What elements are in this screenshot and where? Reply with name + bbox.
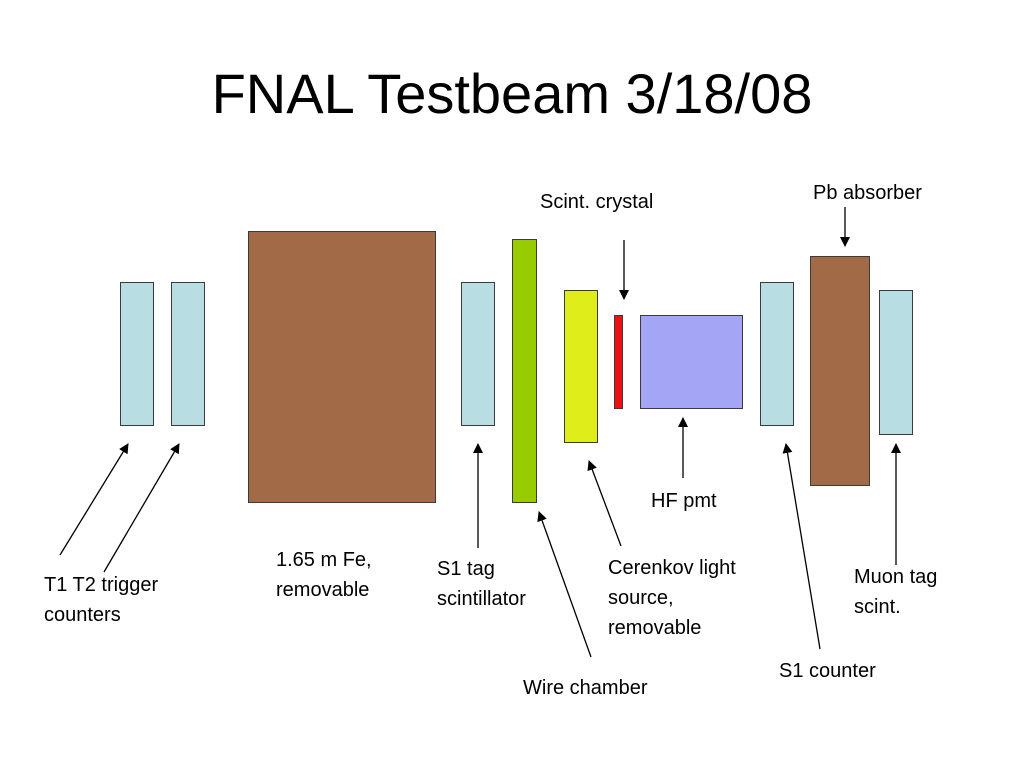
crystal-label: Scint. crystal bbox=[540, 191, 654, 213]
cerenkov-light-source bbox=[564, 290, 598, 443]
s1-tag-label-line1: S1 tag bbox=[437, 558, 495, 580]
wire-chamber bbox=[512, 239, 537, 503]
iron-label-line1: 1.65 m Fe, bbox=[276, 549, 372, 571]
pb-absorber-label: Pb absorber bbox=[813, 182, 922, 204]
cerenkov-label: Cerenkov light source, removable bbox=[608, 553, 736, 643]
trigger-label-line1: T1 T2 trigger bbox=[44, 574, 159, 596]
hf-pmt bbox=[640, 315, 743, 409]
muon-tag-label: Muon tag scint. bbox=[854, 562, 937, 622]
t2-trigger-counter bbox=[171, 282, 205, 426]
scint-crystal bbox=[614, 315, 623, 409]
trigger-counters-label: T1 T2 trigger counters bbox=[44, 570, 158, 630]
t2-arrow bbox=[103, 443, 180, 573]
pb-absorber bbox=[810, 256, 870, 486]
muon-tag-scint bbox=[879, 290, 913, 435]
s1-tag-scintillator bbox=[461, 282, 495, 426]
s1-tag-label: S1 tag scintillator bbox=[437, 554, 526, 614]
cerenkov-arrow bbox=[587, 460, 622, 547]
s1-counter-label: S1 counter bbox=[779, 660, 876, 682]
trigger-label-line2: counters bbox=[44, 604, 121, 626]
cerenkov-label-line1: Cerenkov light bbox=[608, 557, 736, 579]
cerenkov-label-line3: removable bbox=[608, 617, 702, 639]
iron-label-line2: removable bbox=[276, 579, 370, 601]
pmt-label: HF pmt bbox=[651, 490, 717, 512]
s1-tag-label-line2: scintillator bbox=[437, 588, 526, 610]
iron-label: 1.65 m Fe, removable bbox=[276, 545, 372, 605]
t1-trigger-counter bbox=[120, 282, 154, 426]
wire-chamber-arrow bbox=[537, 511, 592, 658]
muon-label-line1: Muon tag bbox=[854, 566, 938, 588]
iron-absorber bbox=[248, 231, 436, 503]
s1-counter bbox=[760, 282, 794, 426]
slide-title: FNAL Testbeam 3/18/08 bbox=[211, 62, 813, 125]
cerenkov-label-line2: source, bbox=[608, 587, 674, 609]
muon-label-line2: scint. bbox=[854, 596, 901, 618]
t1-arrow bbox=[59, 443, 129, 556]
wire-chamber-label: Wire chamber bbox=[523, 677, 648, 699]
